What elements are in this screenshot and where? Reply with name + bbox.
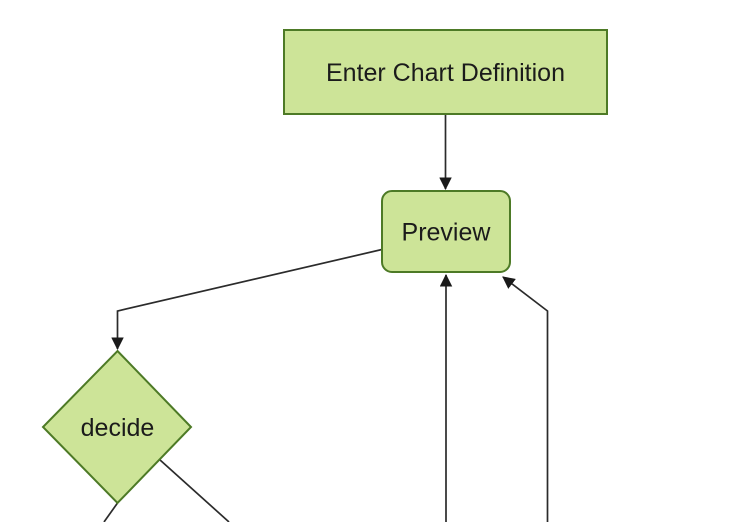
decide-diamond bbox=[41, 349, 193, 505]
edge-offscreen-bottom-to-preview-corner bbox=[502, 276, 549, 522]
decide-label: decide bbox=[81, 414, 155, 442]
node-preview: Preview bbox=[381, 190, 511, 273]
edge-preview-to-decide bbox=[111, 248, 383, 351]
enter-chart-definition-label: Enter Chart Definition bbox=[326, 59, 565, 87]
edge-decide-to-offscreen-bottom-right bbox=[158, 458, 230, 522]
preview-label: Preview bbox=[402, 219, 492, 247]
edge-decide-to-offscreen-bottom-left bbox=[103, 502, 119, 522]
node-enter-chart-definition: Enter Chart Definition bbox=[283, 29, 608, 115]
preview-box bbox=[381, 190, 511, 273]
node-decide: decide bbox=[41, 349, 193, 505]
enter-chart-definition-box bbox=[283, 29, 608, 115]
